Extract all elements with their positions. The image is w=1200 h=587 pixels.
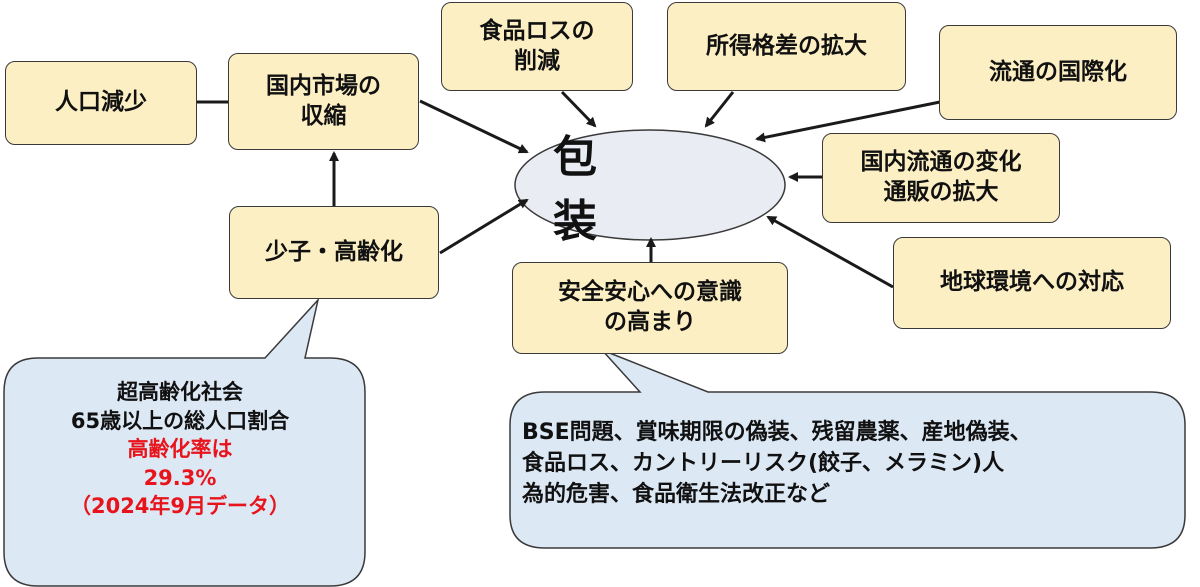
callout-left-line-2: 65歳以上の総人口割合 <box>70 408 290 433</box>
node-market-shrink: 国内市場の 収縮 <box>228 53 419 150</box>
node-safety: 安全安心への意識 の高まり <box>512 262 788 354</box>
callout-safety-issues: BSE問題、賞味期限の偽装、残留農薬、産地偽装、 食品ロス、カントリーリスク(餃… <box>522 418 1192 510</box>
callout-aging-rate: 超高齢化社会 65歳以上の総人口割合 高齢化率は 29.3% （2024年9月デ… <box>0 378 360 521</box>
callout-left-line-3: 高齢化率は <box>127 437 233 462</box>
node-distribution-international: 流通の国際化 <box>939 25 1177 120</box>
callout-right-line-3: 為的危害、食品衛生法改正など <box>522 481 831 507</box>
center-label: 包 装 <box>553 132 717 247</box>
callout-right-line-1: BSE問題、賞味期限の偽装、残留農薬、産地偽装、 <box>522 420 1032 445</box>
node-income-gap: 所得格差の拡大 <box>667 2 906 91</box>
arrow-aging-to-center <box>439 198 529 255</box>
arrow-environment-to-center <box>766 215 894 289</box>
arrow-intl-to-center <box>755 100 941 143</box>
callout-bubble-left <box>3 297 366 587</box>
node-environment: 地球環境への対応 <box>893 237 1171 329</box>
callout-right-line-2: 食品ロス、カントリーリスク(餃子、メラミン)人 <box>522 450 1005 476</box>
node-domestic-distribution: 国内流通の変化 通販の拡大 <box>822 133 1060 223</box>
arrow-foodloss-to-center <box>560 90 597 128</box>
node-population-decline: 人口減少 <box>5 61 197 145</box>
callout-bubble-right <box>509 349 1186 549</box>
arrow-market-to-center <box>419 99 529 154</box>
node-aging: 少子・高齢化 <box>229 206 439 299</box>
callout-left-line-1: 超高齢化社会 <box>117 380 243 404</box>
callout-left-line-4: 29.3% <box>143 465 217 490</box>
node-food-loss: 食品ロスの 削減 <box>441 2 633 91</box>
arrow-income-to-center <box>704 91 735 128</box>
callout-left-line-5: （2024年9月データ） <box>69 494 291 519</box>
